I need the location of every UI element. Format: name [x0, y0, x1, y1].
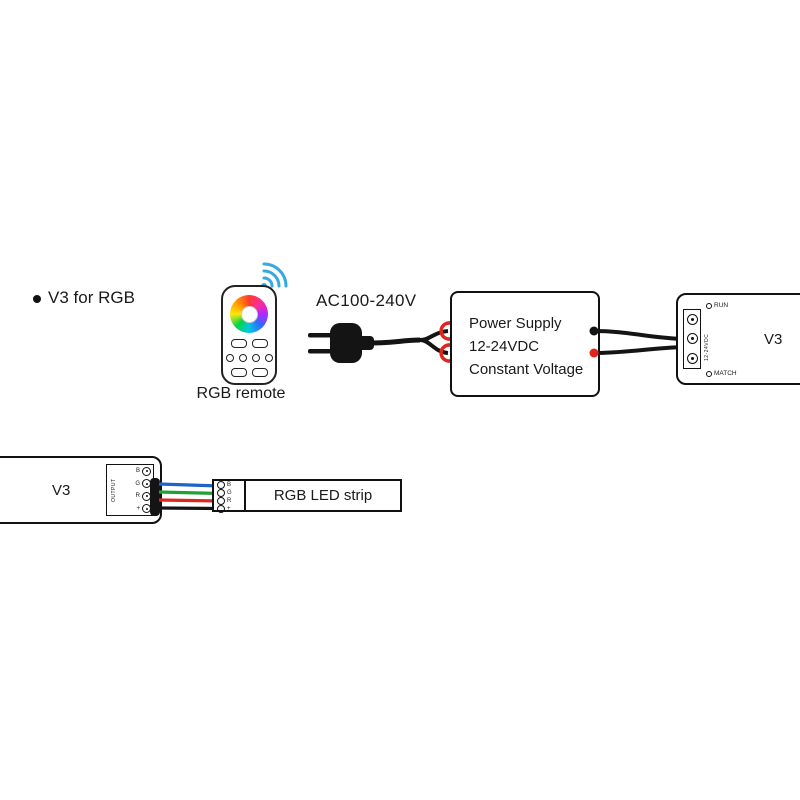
strip-label: RGB LED strip: [273, 487, 373, 504]
terminal-screw: [217, 497, 225, 505]
wifi-arc: [262, 262, 288, 288]
terminal-letter: B: [135, 468, 140, 475]
color-wheel-center: [240, 305, 258, 323]
terminal-screw: [217, 489, 225, 497]
wire-red: [158, 498, 221, 503]
power-supply-box: Power Supply 12-24VDC Constant Voltage: [450, 291, 600, 397]
remote-button: [230, 368, 247, 377]
remote-button: [251, 339, 268, 348]
terminal-screw: [142, 466, 151, 476]
run-indicator: RUN: [706, 302, 728, 309]
match-label: MATCH: [714, 370, 737, 377]
remote-button: [230, 339, 247, 348]
output-terminal: G: [121, 479, 153, 489]
plug-neck: [358, 336, 374, 350]
plug-body: [330, 323, 362, 363]
match-button: MATCH: [706, 370, 737, 377]
remote-caption: RGB remote: [196, 385, 286, 402]
match-button-icon: [706, 370, 712, 377]
dc-wire-positive: [593, 329, 685, 341]
rgb-remote-illustration: [221, 285, 277, 385]
remote-button-row: [230, 339, 268, 348]
remote-button-row: [230, 368, 268, 377]
controller-v3-right: RUN MATCH 12-24VDC V3: [676, 293, 800, 385]
wifi-arc: [262, 269, 281, 288]
output-terminal-block: OUTPUT B G R +: [106, 464, 154, 516]
power-supply-line: 12-24VDC: [469, 338, 540, 355]
wire-connector-sleeve: [150, 478, 160, 516]
dc-dot-red: [589, 348, 599, 358]
controller-v3-bottom: V3 OUTPUT B G R +: [0, 456, 162, 524]
color-wheel: [230, 295, 268, 333]
terminal-screw: [217, 481, 225, 489]
input-port-marking: 12-24VDC: [704, 333, 710, 361]
output-terminal: B: [121, 466, 153, 476]
power-cable: [371, 337, 421, 346]
terminal-screw: [686, 314, 698, 326]
strip-terminal: G: [214, 489, 244, 497]
controller-model-label: V3: [52, 482, 71, 499]
strip-terminal: R: [214, 497, 244, 505]
terminal-screw: [686, 352, 698, 364]
terminal-letter: +: [136, 505, 140, 512]
remote-button: [251, 354, 260, 362]
terminal-letter: G: [135, 480, 140, 487]
dc-output-wires: [589, 326, 685, 358]
strip-terminal: +: [214, 505, 244, 513]
wire-blue: [158, 482, 221, 488]
output-terminal: +: [121, 504, 153, 514]
strip-terminal: B: [214, 481, 244, 489]
wire-green: [158, 490, 221, 496]
controller-model-label: V3: [764, 331, 783, 348]
ring-terminal: [439, 343, 455, 363]
terminal-letter: G: [227, 490, 232, 496]
terminal-letter: B: [227, 482, 232, 488]
remote-button: [264, 354, 273, 362]
terminal-letter: R: [135, 493, 140, 500]
ac-voltage-label: AC100-240V: [316, 291, 417, 310]
output-terminal-rows: B G R +: [121, 465, 153, 515]
wifi-arc: [262, 276, 274, 288]
remote-button: [251, 368, 268, 377]
power-supply-line: Power Supply: [469, 315, 562, 332]
power-plug-illustration: [308, 321, 460, 363]
rgb-led-strip: B G R + RGB LED strip: [212, 479, 402, 513]
dc-wire-negative: [593, 345, 685, 355]
strip-terminal-block: B G R +: [214, 481, 246, 513]
bullet-dot: [33, 295, 41, 303]
terminal-screw: [217, 505, 225, 513]
power-supply-line: Constant Voltage: [469, 361, 584, 378]
terminal-letter: R: [227, 498, 232, 504]
ring-terminal: [439, 321, 455, 341]
terminal-screw: [686, 333, 698, 345]
rgb-output-wires: [150, 478, 221, 516]
output-terminal: R: [121, 491, 153, 501]
wire-plus: [158, 506, 221, 511]
plug-prong: [308, 333, 332, 338]
legend-label: V3 for RGB: [48, 288, 135, 307]
plug-prong: [308, 349, 332, 354]
power-cable-branch: [419, 338, 449, 355]
remote-button: [238, 354, 247, 362]
input-terminal-block: [683, 309, 701, 369]
run-led-icon: [706, 302, 712, 309]
dc-dot-black: [589, 326, 599, 336]
terminal-letter: +: [227, 506, 231, 512]
output-label: OUTPUT: [111, 478, 117, 502]
remote-button: [225, 354, 234, 362]
run-label: RUN: [714, 302, 729, 309]
remote-button-row: [225, 354, 273, 362]
